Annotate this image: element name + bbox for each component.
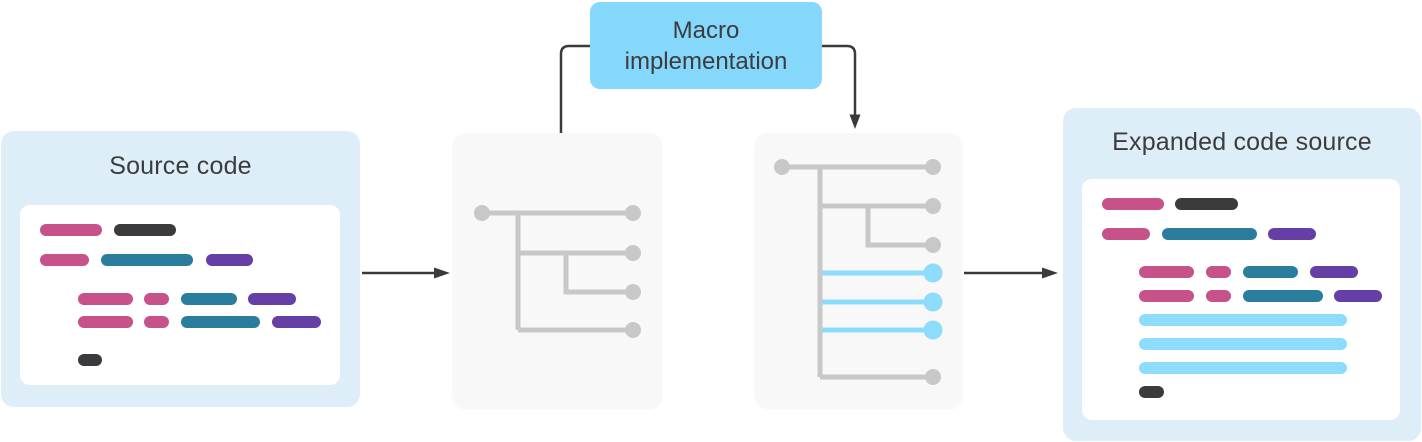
expanded-panel-title: Expanded code source [1112, 128, 1372, 156]
connector-tree-to-macro [559, 44, 590, 133]
tree-node-gray [925, 237, 941, 253]
macro-implementation-box: Macro implementation [590, 2, 822, 89]
source-code-panel: Source code [1, 131, 360, 407]
arrowhead-right-icon [434, 267, 450, 279]
tree-node-gray [625, 322, 641, 338]
tree-node-gray [625, 205, 641, 221]
connector-macro-to-tree [822, 44, 857, 116]
code-bar-pink [1102, 228, 1150, 240]
tree-node-gray [625, 245, 641, 261]
code-bar-dark [1139, 386, 1164, 398]
expanded-syntax-tree-panel [755, 133, 962, 408]
tree-node-gray [925, 159, 941, 175]
code-bar-purple [206, 254, 253, 266]
code-bar-teal [1243, 290, 1323, 302]
tree-node-gray [925, 369, 941, 385]
expanded-code-panel: Expanded code source [1063, 108, 1421, 441]
tree-node-gray [774, 159, 790, 175]
tree-node-gray [625, 284, 641, 300]
tree-node-blue [923, 263, 943, 283]
code-bar-lightblue [1139, 362, 1347, 374]
code-bar-pink [144, 316, 169, 328]
code-bar-pink [1206, 266, 1231, 278]
syntax-tree-graphic [474, 205, 641, 338]
code-bar-pink [40, 254, 89, 266]
code-bar-pink [1139, 290, 1194, 302]
code-bar-pink [1102, 198, 1164, 210]
syntax-tree-panel [453, 133, 662, 408]
code-bar-purple [248, 293, 296, 305]
code-bar-teal [1243, 266, 1298, 278]
expanded-code-card [1082, 179, 1400, 420]
tree-node-blue [923, 320, 943, 340]
code-bar-purple [1310, 266, 1358, 278]
arrowhead-down-icon [849, 114, 861, 129]
code-bar-pink [78, 316, 133, 328]
code-bar-purple [1268, 228, 1316, 240]
source-code-card [20, 205, 340, 385]
tree-node-gray [925, 198, 941, 214]
code-bar-dark [1175, 198, 1238, 210]
code-bar-pink [40, 224, 102, 236]
expanded-syntax-tree-graphic [774, 159, 943, 385]
code-bar-teal [181, 316, 260, 328]
code-bar-pink [1139, 266, 1194, 278]
macro-box-label-line2: implementation [624, 47, 788, 75]
tree-edge-gray [865, 206, 933, 248]
code-bar-lightblue [1139, 314, 1347, 326]
macro-box-label-line1: Macro [672, 16, 740, 44]
code-bar-pink [144, 293, 169, 305]
arrowhead-right-icon [1042, 267, 1058, 279]
code-bar-teal [1162, 228, 1257, 240]
tree-edge-gray [563, 253, 633, 295]
tree-node-blue [923, 292, 943, 312]
code-bar-dark [114, 224, 176, 236]
code-bar-purple [272, 316, 321, 328]
code-bar-pink [78, 293, 133, 305]
code-bar-purple [1334, 290, 1382, 302]
code-bar-dark [78, 354, 102, 366]
code-bar-teal [101, 254, 193, 266]
code-bar-teal [181, 293, 237, 305]
tree-node-gray [474, 205, 490, 221]
source-panel-title: Source code [109, 152, 252, 180]
code-bar-lightblue [1139, 338, 1347, 350]
code-bar-pink [1206, 290, 1231, 302]
